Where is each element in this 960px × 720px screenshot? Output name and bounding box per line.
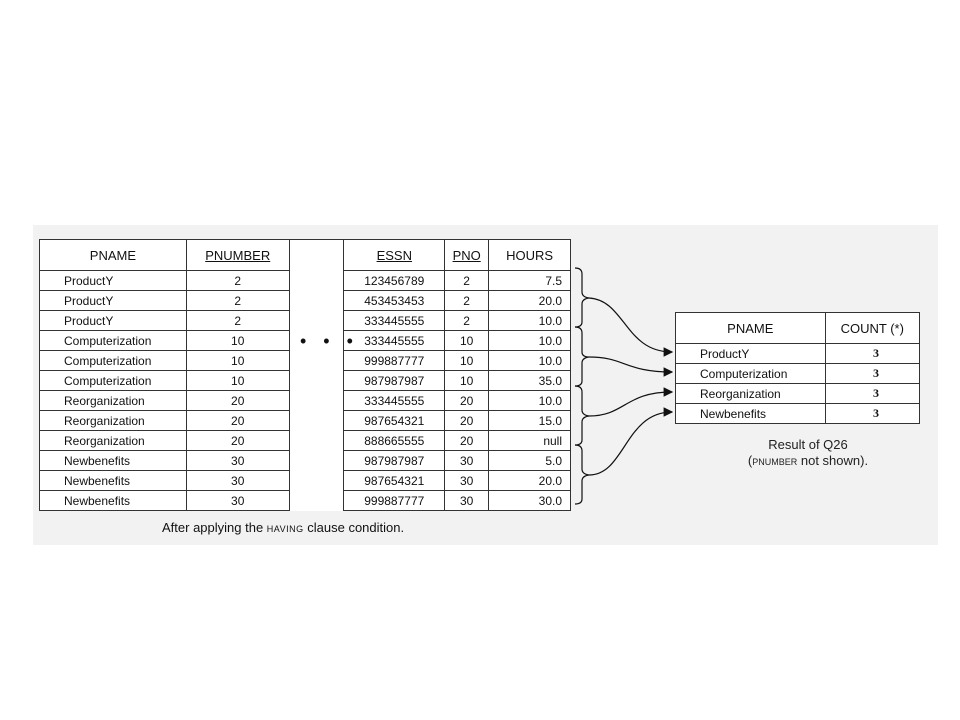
cell-hours: 20.0 [488,290,571,311]
caption-keyword: HAVING [266,524,304,534]
ellipsis-gap [288,450,345,471]
cell-essn: 999887777 [343,350,446,371]
cell-pname: Reorganization [39,430,187,451]
result-caption: Result of Q26 (PNUMBER not shown). [708,437,908,470]
result-header-count: COUNT (*) [824,312,921,344]
brace-computerization [574,326,590,387]
cell-pnumber: 20 [185,430,290,451]
brace-reorganization [574,385,590,446]
result-header-pname: PNAME [675,312,826,344]
ellipsis-gap [288,350,345,371]
cell-essn: 999887777 [343,490,446,511]
cell-pname: Newbenefits [39,490,187,511]
table-header-row: PNAME PNUMBER ESSN PNO HOURS [39,239,571,271]
cell-essn: 987654321 [343,410,446,431]
cell-essn: 987987987 [343,450,446,471]
arrow-reorganization [588,387,674,417]
result-cell-pname: Newbenefits [675,403,826,424]
cell-pname: Computerization [39,350,187,371]
cell-essn: 123456789 [343,270,446,291]
arrow-computerization [588,356,674,377]
arrow-producty [588,297,674,357]
ellipsis-gap [288,330,345,351]
cell-hours: 15.0 [488,410,571,431]
col-header-pno: PNO [444,239,490,271]
cell-pno: 30 [444,470,490,491]
cell-pnumber: 10 [185,350,290,371]
ellipsis-gap [288,370,345,391]
cell-hours: 10.0 [488,330,571,351]
col-header-pnumber: PNUMBER [185,239,290,271]
cell-essn: 987987987 [343,370,446,391]
cell-hours: 30.0 [488,490,571,511]
cell-hours: 10.0 [488,350,571,371]
col-header-essn: ESSN [343,239,446,271]
col-header-hours: HOURS [488,239,571,271]
brace-producty [574,267,590,328]
caption-text-after: clause condition. [303,520,405,535]
result-caption-title: Result of Q26 [768,437,848,452]
cell-pname: Newbenefits [39,470,187,491]
arrow-newbenefits [588,407,674,476]
result-cell-count: 3 [824,403,921,424]
brace-newbenefits [574,444,590,505]
ellipsis-gap [288,310,345,331]
result-caption-open: ( [747,453,753,468]
result-header-row: PNAME COUNT (*) [675,312,921,344]
ellipsis-gap [288,270,345,291]
ellipsis-gap [288,239,345,271]
result-caption-keyword: PNUMBER [752,457,798,467]
cell-hours: 7.5 [488,270,571,291]
cell-pno: 30 [444,490,490,511]
ellipsis-gap [288,470,345,491]
col-header-pname: PNAME [39,239,187,271]
ellipsis-gap [288,390,345,411]
ellipsis-dots: • • • [300,331,359,351]
ellipsis-gap [288,290,345,311]
cell-hours: 35.0 [488,370,571,391]
ellipsis-gap [288,410,345,431]
having-caption: After applying the HAVING clause conditi… [162,520,404,535]
cell-pnumber: 30 [185,490,290,511]
cell-pnumber: 30 [185,470,290,491]
result-caption-close: not shown). [797,453,869,468]
result-cell-pname: Computerization [675,363,826,384]
result-caption-note: (PNUMBER not shown). [708,453,908,470]
caption-text-before: After applying the [162,520,267,535]
